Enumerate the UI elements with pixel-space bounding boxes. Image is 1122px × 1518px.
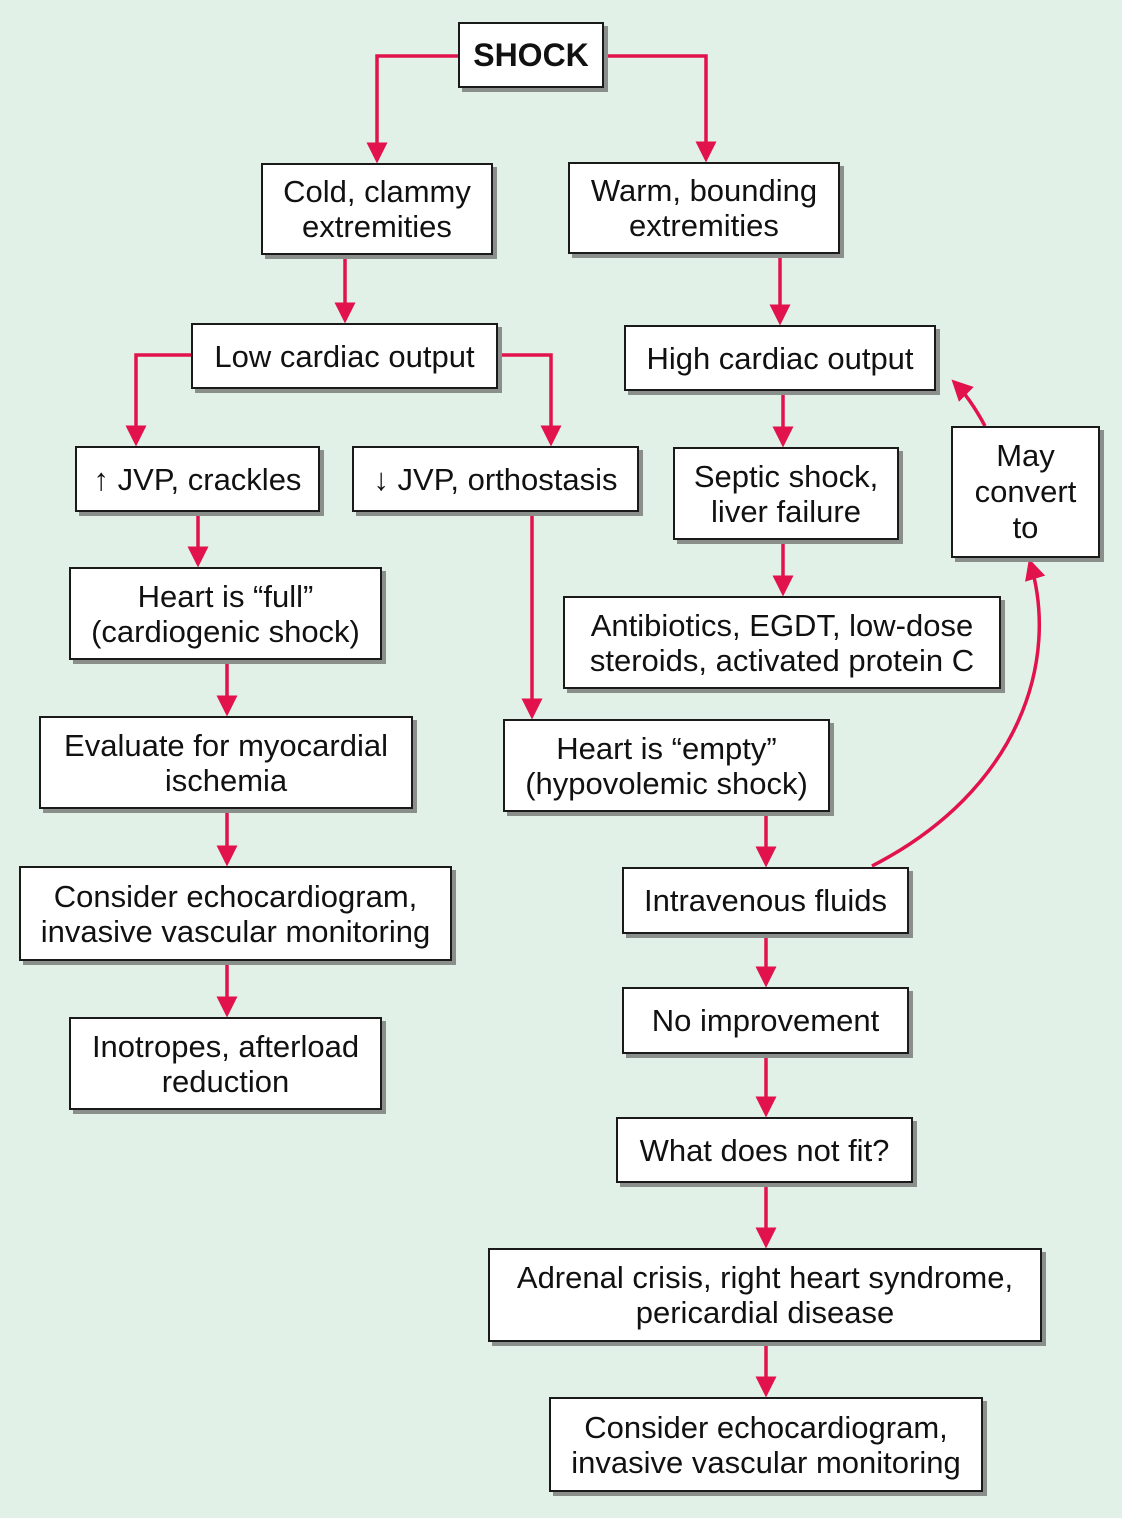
node-jvp-down-orthostasis: ↓ JVP, orthostasis bbox=[352, 446, 639, 512]
arrow-shock-to-cold bbox=[366, 54, 458, 164]
node-heart-full-cardiogenic: Heart is “full”(cardiogenic shock) bbox=[69, 567, 382, 660]
node-no-improvement: No improvement bbox=[622, 987, 909, 1054]
node-consider-echo-left: Consider echocardiogram,invasive vascula… bbox=[19, 866, 452, 961]
node-adrenal-crisis: Adrenal crisis, right heart syndrome,per… bbox=[488, 1248, 1042, 1342]
node-jvp-up-crackles: ↑ JVP, crackles bbox=[75, 446, 320, 512]
node-what-does-not-fit: What does not fit? bbox=[616, 1117, 913, 1183]
arrow-iv-fluids-to-may-convert bbox=[871, 558, 1046, 868]
arrow-shock-to-warm bbox=[604, 54, 717, 163]
node-shock: SHOCK bbox=[458, 22, 604, 88]
node-septic-shock-liver-failure: Septic shock,liver failure bbox=[673, 447, 899, 540]
node-low-cardiac-output: Low cardiac output bbox=[191, 323, 498, 389]
node-high-cardiac-output: High cardiac output bbox=[624, 325, 936, 391]
arrow-may-convert-to-high-co bbox=[951, 379, 987, 427]
node-heart-empty-hypovolemic: Heart is “empty”(hypovolemic shock) bbox=[503, 719, 830, 812]
node-consider-echo-right: Consider echocardiogram,invasive vascula… bbox=[549, 1397, 983, 1492]
node-intravenous-fluids: Intravenous fluids bbox=[622, 867, 909, 934]
arrow-low-co-to-jvp-down bbox=[498, 353, 562, 447]
arrow-low-co-to-jvp-up bbox=[125, 353, 191, 447]
